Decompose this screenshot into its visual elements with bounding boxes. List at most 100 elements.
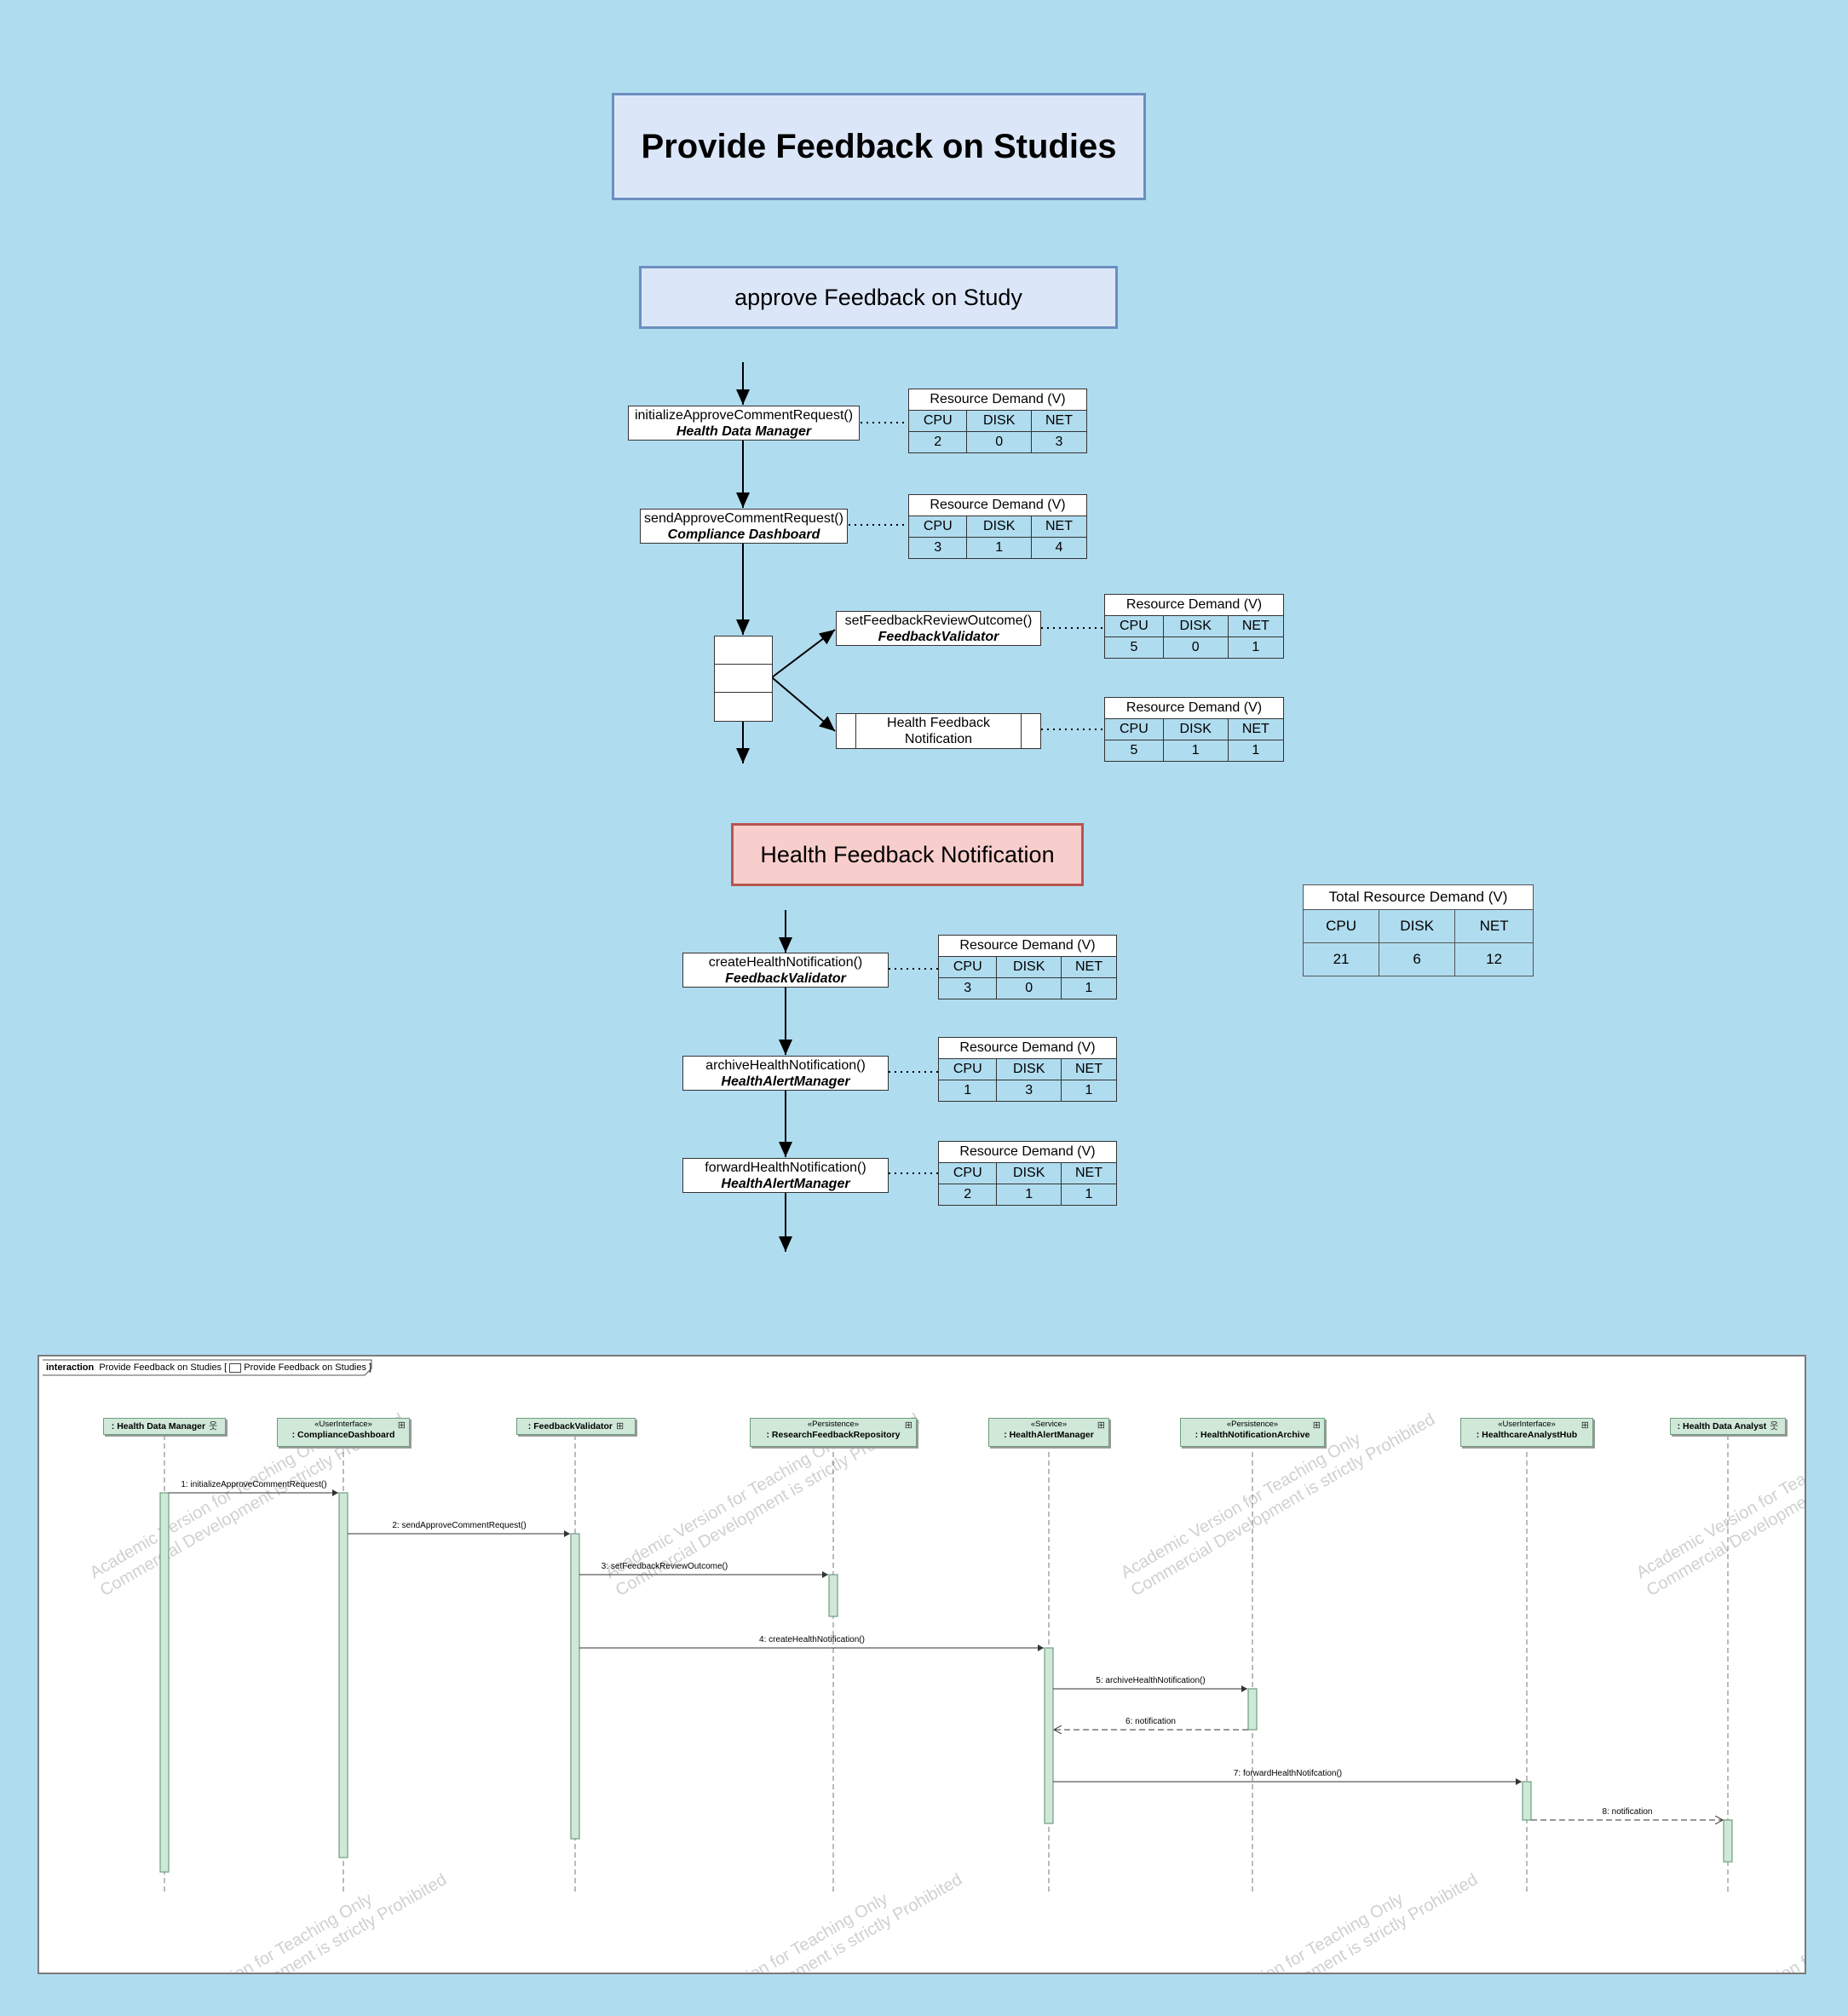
frame-ref-icon	[229, 1362, 242, 1373]
total-col-net: NET	[1454, 909, 1534, 943]
rd-val-disk: 1	[1162, 740, 1229, 762]
component-icon: ⊞	[397, 1420, 406, 1431]
lifeline-head[interactable]: : FeedbackValidator⊞	[516, 1418, 636, 1435]
rd-col-cpu: CPU	[937, 1162, 998, 1184]
message-label: 5: archiveHealthNotification()	[1096, 1676, 1206, 1685]
total-header: Total Resource Demand (V)	[1303, 884, 1534, 910]
lifeline-head[interactable]: «Persistence» : HealthNotificationArchiv…	[1180, 1418, 1325, 1447]
rd-col-cpu: CPU	[1104, 718, 1164, 740]
lifeline-head[interactable]: «Service» : HealthAlertManager ⊞	[988, 1418, 1109, 1447]
diagram-title: Provide Feedback on Studies	[641, 127, 1117, 165]
message-label: 4: createHealthNotification()	[759, 1635, 865, 1644]
rd-val-net: 4	[1030, 537, 1088, 559]
message-label: 3: setFeedbackReviewOutcome()	[601, 1562, 728, 1571]
lifeline-stereotype: «Persistence»	[1226, 1420, 1279, 1429]
rd-val-net: 1	[1060, 1184, 1118, 1206]
rd-header: Resource Demand (V)	[908, 389, 1087, 411]
op-method: sendApproveCommentRequest()	[644, 511, 843, 526]
rd-col-cpu: CPU	[937, 1058, 998, 1080]
rd-col-net: NET	[1030, 516, 1088, 538]
frame-keyword: interaction	[46, 1362, 95, 1373]
rd-col-net: NET	[1227, 615, 1285, 637]
rd-val-disk: 0	[966, 431, 1032, 453]
lifeline-name: : Health Data Manager	[111, 1421, 206, 1431]
op-method: setFeedbackReviewOutcome()	[844, 613, 1033, 628]
rd-val-cpu: 5	[1104, 636, 1164, 659]
lifeline-name: : ComplianceDashboard	[291, 1430, 395, 1440]
rd-header: Resource Demand (V)	[938, 1037, 1117, 1059]
frame-label: interaction Provide Feedback on Studies …	[46, 1362, 372, 1373]
op-method: forwardHealthNotification()	[705, 1161, 866, 1175]
rd-val-net: 1	[1227, 740, 1285, 762]
rd-col-cpu: CPU	[907, 516, 968, 538]
op-box-send: sendApproveCommentRequest() Compliance D…	[640, 509, 848, 544]
rd-col-disk: DISK	[1162, 718, 1229, 740]
rd-header: Resource Demand (V)	[908, 494, 1087, 516]
rd-col-net: NET	[1030, 410, 1088, 432]
lifeline-head[interactable]: «UserInterface» : ComplianceDashboard ⊞	[277, 1418, 410, 1447]
op-component: Health Data Manager	[676, 424, 812, 439]
op-component: FeedbackValidator	[878, 630, 999, 644]
lifeline-name: : ResearchFeedbackRepository	[766, 1430, 901, 1440]
rd-val-cpu: 3	[937, 977, 998, 999]
lifeline-name: : FeedbackValidator	[527, 1421, 613, 1431]
frame-ref: Provide Feedback on Studies	[244, 1362, 366, 1373]
op-box-archive: archiveHealthNotification() HealthAlertM…	[682, 1056, 889, 1091]
rd-col-net: NET	[1227, 718, 1285, 740]
message-label: 7: forwardHealthNotifcation()	[1233, 1769, 1343, 1778]
rd-val-cpu: 5	[1104, 740, 1164, 762]
op-component: Compliance Dashboard	[667, 527, 820, 542]
rd-val-cpu: 3	[907, 537, 968, 559]
rd-col-disk: DISK	[966, 516, 1032, 538]
lifeline-name: : HealthAlertManager	[1004, 1430, 1094, 1440]
message-label: 8: notification	[1602, 1807, 1653, 1817]
rd-val-net: 3	[1030, 431, 1088, 453]
actor-icon: 웃	[1770, 1421, 1779, 1431]
total-val-cpu: 21	[1302, 942, 1380, 976]
total-col-cpu: CPU	[1302, 909, 1380, 943]
op-component: HealthAlertManager	[721, 1074, 850, 1089]
rd-col-net: NET	[1060, 956, 1118, 978]
flow-connectors	[736, 362, 1104, 1252]
total-col-disk: DISK	[1379, 909, 1456, 943]
total-val-disk: 6	[1379, 942, 1456, 976]
component-icon: ⊞	[904, 1420, 912, 1431]
section1-title: approve Feedback on Study	[734, 284, 1022, 310]
op-component: FeedbackValidator	[725, 971, 846, 986]
rd-header: Resource Demand (V)	[938, 935, 1117, 957]
section2-title-box: Health Feedback Notification	[731, 823, 1084, 886]
op-component: HealthAlertManager	[721, 1177, 850, 1191]
diagram-title-box: Provide Feedback on Studies	[612, 93, 1146, 200]
lifeline-stereotype: «UserInterface»	[1498, 1420, 1556, 1429]
op-box-create: createHealthNotification() FeedbackValid…	[682, 953, 889, 988]
rd-val-disk: 1	[966, 537, 1032, 559]
actor-icon: 웃	[209, 1421, 218, 1431]
rd-header: Resource Demand (V)	[938, 1141, 1117, 1163]
fork-node	[714, 636, 773, 722]
component-icon: ⊞	[1097, 1420, 1105, 1431]
rd-val-disk: 3	[996, 1080, 1062, 1102]
external-activity-label: Health Feedback Notification	[887, 716, 990, 746]
rd-col-cpu: CPU	[1104, 615, 1164, 637]
section1-title-box: approve Feedback on Study	[639, 266, 1118, 329]
lifeline-name: : Health Data Analyst	[1677, 1421, 1767, 1431]
rd-val-net: 1	[1060, 1080, 1118, 1102]
lifeline-head[interactable]: «Persistence» : ResearchFeedbackReposito…	[750, 1418, 917, 1447]
frame-name: Provide Feedback on Studies	[99, 1362, 222, 1373]
op-box-forward: forwardHealthNotification() HealthAlertM…	[682, 1158, 889, 1193]
rd-val-cpu: 1	[937, 1080, 998, 1102]
rd-val-disk: 0	[996, 977, 1062, 999]
message-label: 2: sendApproveCommentRequest()	[392, 1521, 527, 1530]
lifeline-head[interactable]: «UserInterface» : HealthcareAnalystHub ⊞	[1460, 1418, 1593, 1447]
op-method: archiveHealthNotification()	[705, 1058, 866, 1073]
sequence-lines	[159, 1435, 1733, 1895]
